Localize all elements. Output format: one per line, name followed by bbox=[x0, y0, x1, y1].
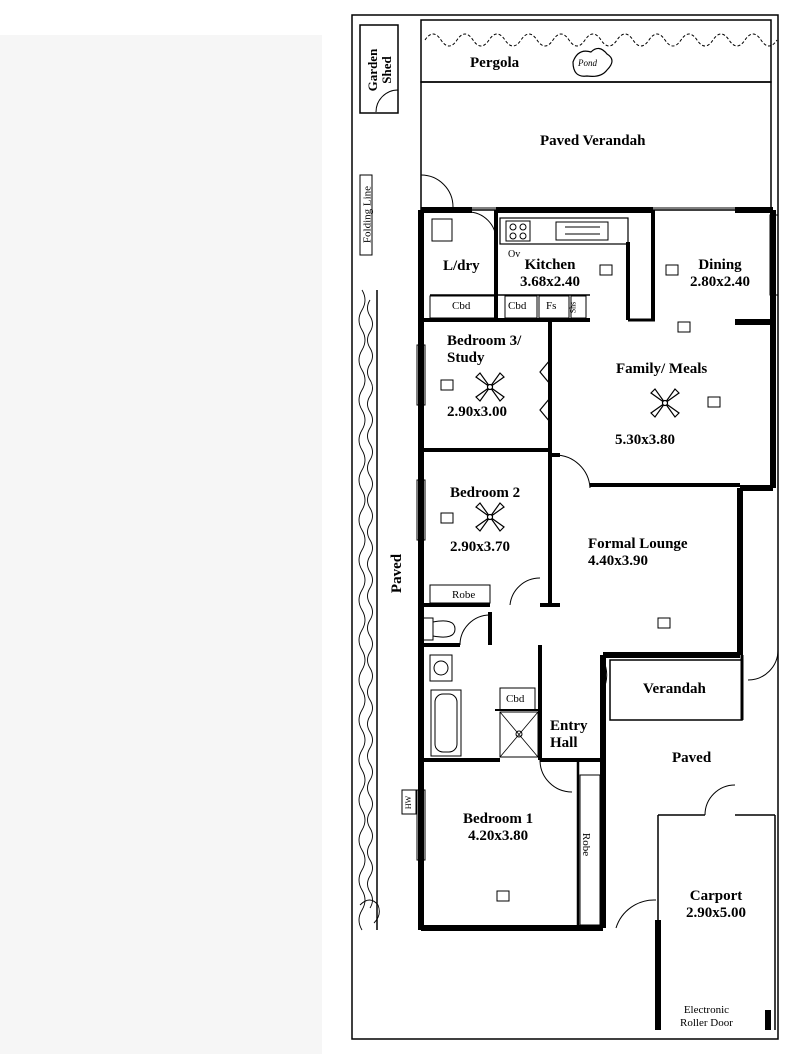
side-gate-swing bbox=[747, 649, 779, 681]
carport-name: Carport bbox=[689, 888, 743, 904]
laundry-label: L/dry bbox=[443, 258, 480, 274]
cbd-kitchen-box bbox=[504, 295, 538, 319]
bedroom2-size: 2.90x3.70 bbox=[450, 539, 510, 555]
stove bbox=[505, 220, 531, 242]
hot-water-label: HW bbox=[404, 795, 414, 810]
bedroom3-label: Bedroom 3/ Study bbox=[447, 333, 521, 367]
ceiling-fans bbox=[475, 372, 680, 532]
outer-walls bbox=[418, 207, 776, 931]
windows bbox=[416, 207, 779, 927]
pergola-vine bbox=[424, 33, 778, 47]
fan-icon bbox=[475, 502, 505, 532]
lounge-label: Formal Lounge 4.40x3.90 bbox=[588, 536, 688, 570]
entry-name: Entry Hall bbox=[550, 718, 588, 751]
folding-line-strip bbox=[359, 174, 373, 256]
robe-bed2-box bbox=[429, 584, 491, 604]
laundry-tub bbox=[431, 218, 453, 242]
hedge-plants bbox=[358, 289, 380, 931]
oven-label: Ov bbox=[508, 249, 521, 260]
bed3-door bbox=[539, 359, 551, 423]
fridge-space-label: Fs bbox=[546, 300, 557, 312]
kitchen-label: Kitchen 3.68x2.40 bbox=[520, 257, 580, 291]
bathtub bbox=[430, 689, 462, 757]
garden-shed-outline bbox=[359, 24, 399, 114]
paved-verandah-label: Paved Verandah bbox=[540, 133, 646, 149]
pergola-outline bbox=[420, 19, 772, 83]
paved-front-label: Paved bbox=[672, 750, 712, 766]
kitchen-size: 3.68x2.40 bbox=[520, 274, 580, 290]
shelves-box bbox=[570, 295, 587, 319]
carport-door-swing bbox=[704, 784, 736, 816]
garden-shed-door-swing bbox=[375, 89, 399, 113]
lounge-size: 4.40x3.90 bbox=[588, 553, 648, 569]
folding-line-label: Folding Line bbox=[361, 185, 374, 244]
dining-name: Dining bbox=[698, 257, 742, 273]
left-margin bbox=[0, 35, 322, 1054]
bedroom1-name: Bedroom 1 bbox=[463, 811, 534, 827]
dining-size: 2.80x2.40 bbox=[690, 274, 750, 290]
bedroom1-size: 4.20x3.80 bbox=[468, 828, 529, 844]
sink bbox=[555, 221, 609, 241]
cbd-kitchen-label: Cbd bbox=[508, 300, 527, 312]
bedroom3-size: 2.90x3.00 bbox=[447, 404, 507, 420]
cbd-laundry-label: Cbd bbox=[452, 300, 471, 312]
robe-bed1-box bbox=[579, 774, 601, 926]
lot-boundary bbox=[351, 14, 779, 1040]
carport-label: Carport 2.90x5.00 bbox=[686, 888, 746, 922]
bed2-door-swing bbox=[509, 577, 541, 606]
entry-label: Entry Hall bbox=[550, 718, 588, 752]
kitchen-bench bbox=[499, 217, 629, 245]
light-markers bbox=[440, 264, 721, 902]
pond-label: Pond bbox=[578, 58, 597, 68]
laundry-door-swing bbox=[467, 211, 497, 241]
dining-label: Dining 2.80x2.40 bbox=[690, 257, 750, 291]
verandah-label: Verandah bbox=[643, 681, 706, 697]
bedroom3-name: Bedroom 3/ Study bbox=[447, 333, 522, 366]
carport-size: 2.90x5.00 bbox=[686, 905, 746, 921]
shelves-label: Shs bbox=[568, 301, 578, 314]
garden-shed-label: Garden Shed bbox=[365, 48, 394, 92]
lounge-name: Formal Lounge bbox=[588, 536, 688, 552]
robe-bed1-label: Robe bbox=[580, 832, 593, 857]
kitchen-name: Kitchen bbox=[524, 257, 576, 273]
verandah-door-swing bbox=[420, 174, 454, 208]
family-size: 5.30x3.80 bbox=[615, 432, 675, 448]
entry-door-swing bbox=[602, 659, 608, 691]
toilet bbox=[420, 617, 456, 641]
side-gate-2 bbox=[615, 899, 657, 929]
robe-bed2-label: Robe bbox=[452, 589, 476, 601]
pond-outline bbox=[572, 47, 613, 77]
bedroom2-label: Bedroom 2 bbox=[450, 485, 521, 501]
paved-side-label: Paved bbox=[389, 553, 406, 594]
bed1-door-swing bbox=[539, 759, 573, 793]
roller-door-label: Electronic Roller Door bbox=[680, 1004, 733, 1029]
cbd-laundry-box bbox=[429, 295, 497, 319]
fridge-box bbox=[538, 295, 570, 319]
bedroom1-label: Bedroom 1 4.20x3.80 bbox=[463, 811, 533, 845]
fan-icon bbox=[475, 372, 505, 402]
bath-door-swing bbox=[459, 614, 491, 646]
pergola-label: Pergola bbox=[470, 55, 520, 71]
cbd-bath-box bbox=[499, 687, 536, 711]
shower bbox=[499, 711, 539, 758]
lounge-door-swing bbox=[554, 454, 591, 489]
basin bbox=[429, 654, 453, 682]
cbd-bath-label: Cbd bbox=[506, 693, 525, 705]
fan-icon bbox=[650, 388, 680, 418]
family-label: Family/ Meals bbox=[616, 361, 708, 377]
hot-water-box bbox=[401, 789, 417, 815]
